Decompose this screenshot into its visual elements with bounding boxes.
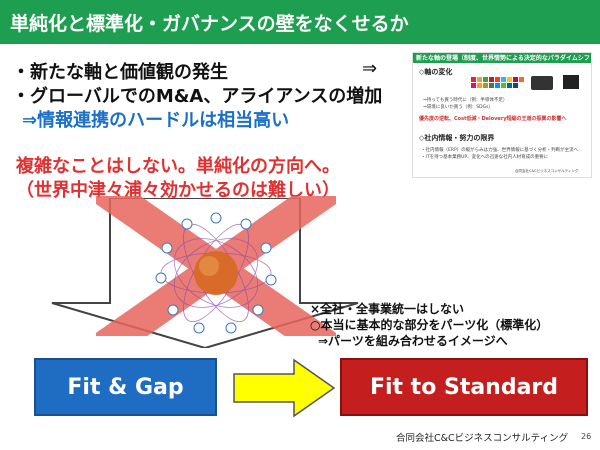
chip-icon	[531, 76, 553, 90]
arrow-to-thumbnail: ⇒	[362, 58, 378, 79]
fit-to-standard-box: Fit to Standard	[340, 358, 588, 416]
sdg-icon	[489, 77, 494, 82]
thumbnail-line2: ⇒環境に良いか買う（例：SDGs）	[423, 105, 493, 110]
fit-gap-box: Fit & Gap	[34, 358, 217, 416]
sdg-icon	[519, 77, 524, 82]
thumbnail-line4: ・ITを持つ基本業務UP、変化への迅速な社内人材育成の重要に	[421, 155, 549, 160]
sdg-icon-grid	[471, 77, 524, 97]
sdg-icon	[495, 83, 500, 88]
sdg-icon	[507, 77, 512, 82]
ma-icon	[563, 75, 579, 89]
red-statement-line1: 複雑なことはしない。単純化の方向へ。	[16, 156, 340, 177]
bullet-info-hurdle: ⇒情報連携のハードルは相当高い	[22, 110, 290, 131]
thumbnail-red-line: 優先度の逆転、Cost低減・Delovery短縮の王道の振興の影響へ	[419, 116, 567, 122]
sdg-icon	[513, 83, 518, 88]
sdg-icon	[477, 83, 482, 88]
yellow-right-arrow	[233, 358, 336, 418]
page-number: 26	[581, 432, 592, 441]
globe-network-icon	[155, 212, 277, 334]
thumbnail-footer: 合同会社C&Cビジネスコンサルティング	[515, 169, 579, 173]
sdg-icon	[507, 83, 512, 88]
sdg-icon	[495, 77, 500, 82]
bullet-global-ma: ・グローバルでのM&A、アライアンスの増加	[12, 86, 383, 107]
sdg-icon	[471, 83, 476, 88]
title-bar: 単純化と標準化・ガバナンスの壁をなくせるか	[0, 0, 600, 44]
sdg-icon	[513, 77, 518, 82]
thumbnail-header: 新たな軸の登場（制度、世界情勢による決定的なパラダイムシフト）	[413, 53, 600, 63]
slide-thumbnail: 新たな軸の登場（制度、世界情勢による決定的なパラダイムシフト） ◇軸の変化 ⇒持…	[412, 52, 600, 178]
thumbnail-line1: ⇒持っても買う時代に（例：半導体不足）	[423, 98, 508, 103]
thumbnail-section-axis: ◇軸の変化	[419, 68, 453, 76]
note-combine-parts: ⇒パーツを組み合わせるイメージへ	[318, 334, 508, 348]
sdg-icon	[483, 83, 488, 88]
bullet-new-axis: ・新たな軸と価値観の発生	[12, 62, 228, 83]
thumbnail-line3: ・社内情報（ERP）の縦がらみは力強、世界情報に基づく分析・判断が主流へ	[421, 148, 579, 153]
sdg-icon	[501, 77, 506, 82]
sdg-icon	[489, 83, 494, 88]
sdg-icon	[483, 77, 488, 82]
slide-title: 単純化と標準化・ガバナンスの壁をなくせるか	[10, 13, 409, 35]
sdg-icon	[501, 83, 506, 88]
sdg-icon	[477, 77, 482, 82]
note-standardize-parts: ○本当に基本的な部分をパーツ化（標準化）	[310, 318, 549, 332]
footer-company: 合同会社C&Cビジネスコンサルティング	[396, 433, 569, 444]
thumbnail-section-internal: ◇社内情報・努力の限界	[419, 134, 495, 142]
sdg-icon	[471, 77, 476, 82]
note-no-unify: ×全社・全事業統一はしない	[310, 302, 465, 316]
